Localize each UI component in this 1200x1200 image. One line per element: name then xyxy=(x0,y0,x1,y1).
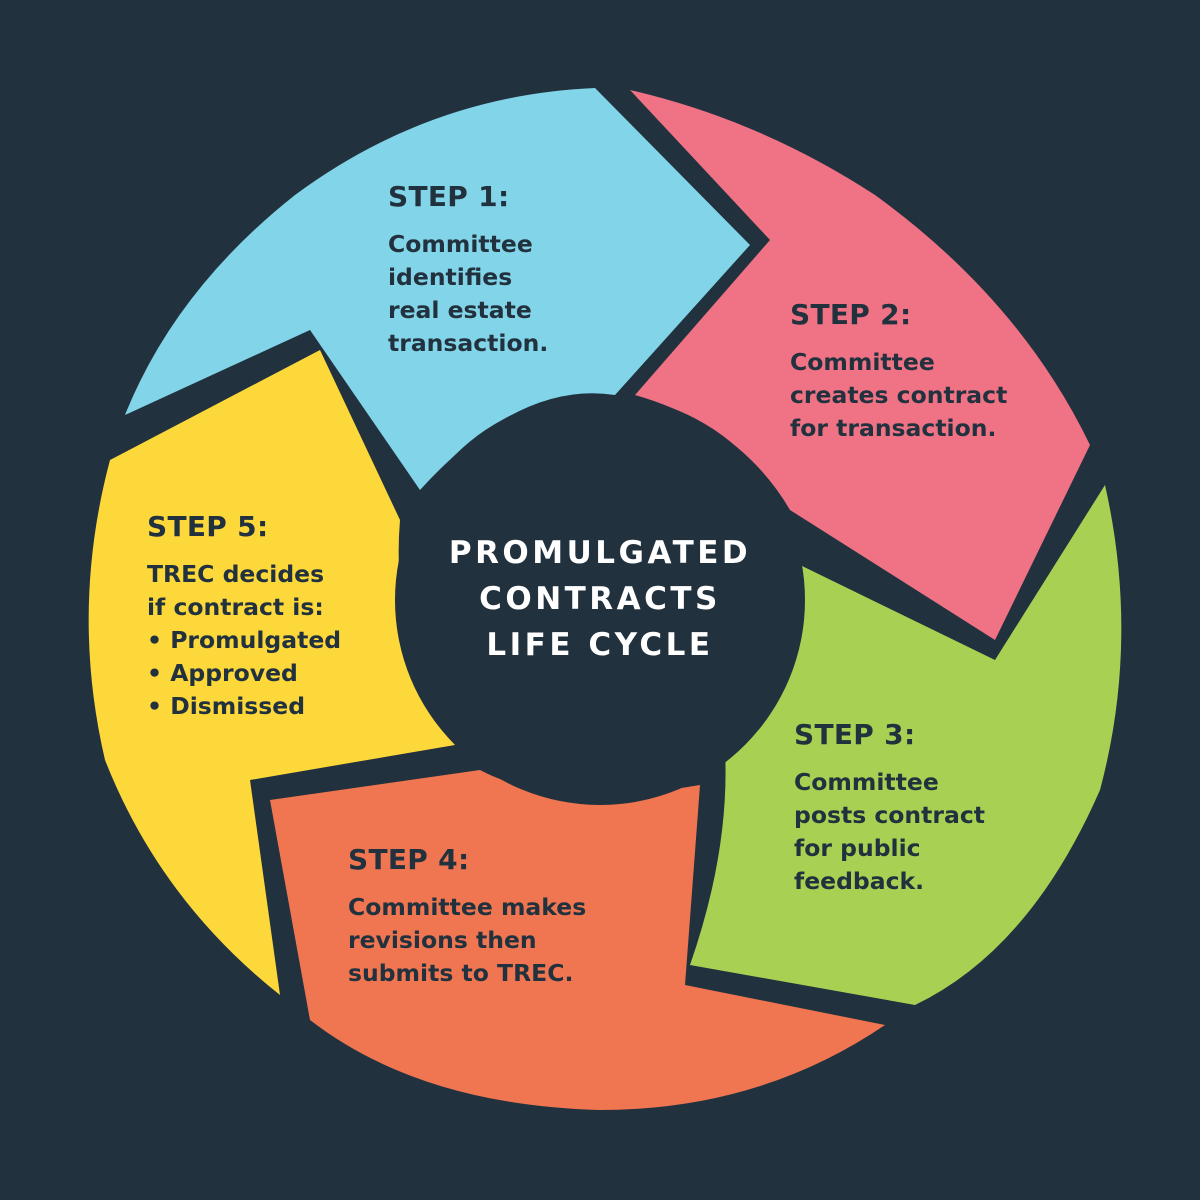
step-5-option: Approved xyxy=(147,657,341,690)
step-5-title: STEP 5: xyxy=(147,510,269,543)
step-2-segment xyxy=(630,90,1090,640)
center-hub xyxy=(395,395,805,805)
center-title: PROMULGATED CONTRACTS LIFE CYCLE xyxy=(400,530,800,668)
center-title-line-2: CONTRACTS xyxy=(479,581,721,617)
step-3-title: STEP 3: xyxy=(794,718,916,751)
step-4-title: STEP 4: xyxy=(348,843,470,876)
step-5-option: Promulgated xyxy=(147,624,341,657)
center-title-line-3: LIFE CYCLE xyxy=(486,627,714,663)
step-1-segment xyxy=(125,88,750,490)
step-4-segment xyxy=(270,770,885,1110)
center-title-line-1: PROMULGATED xyxy=(448,535,752,571)
step-5-option: Dismissed xyxy=(147,690,341,723)
step-2-title: STEP 2: xyxy=(790,298,912,331)
step-5-options: Promulgated Approved Dismissed xyxy=(147,624,341,723)
step-1-title: STEP 1: xyxy=(388,180,510,213)
